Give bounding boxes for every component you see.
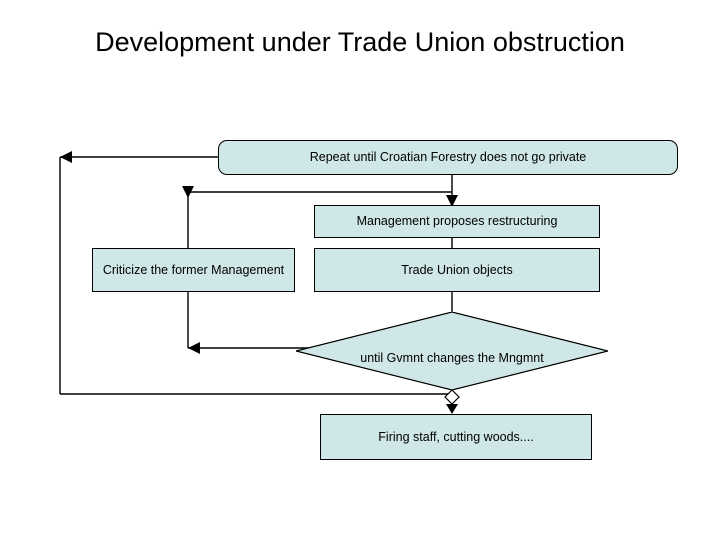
node-until-decision[interactable]: until Gvmnt changes the Mngmnt	[296, 312, 608, 390]
diamond-shape	[296, 312, 608, 390]
node-restructuring[interactable]: Management proposes restructuring	[314, 205, 600, 238]
node-objects-label: Trade Union objects	[401, 262, 513, 277]
node-firing-label: Firing staff, cutting woods....	[378, 429, 534, 444]
node-repeat-label: Repeat until Croatian Forestry does not …	[309, 150, 587, 164]
node-restructuring-label: Management proposes restructuring	[356, 214, 558, 228]
node-criticize[interactable]: Criticize the former Management	[92, 248, 295, 292]
page-title: Development under Trade Union obstructio…	[95, 27, 625, 57]
node-objects[interactable]: Trade Union objects	[314, 248, 600, 292]
node-until-label: until Gvmnt changes the Mngmnt	[360, 350, 544, 365]
node-firing[interactable]: Firing staff, cutting woods....	[320, 414, 592, 460]
node-criticize-label: Criticize the former Management	[102, 262, 285, 277]
node-repeat[interactable]: Repeat until Croatian Forestry does not …	[218, 140, 678, 175]
